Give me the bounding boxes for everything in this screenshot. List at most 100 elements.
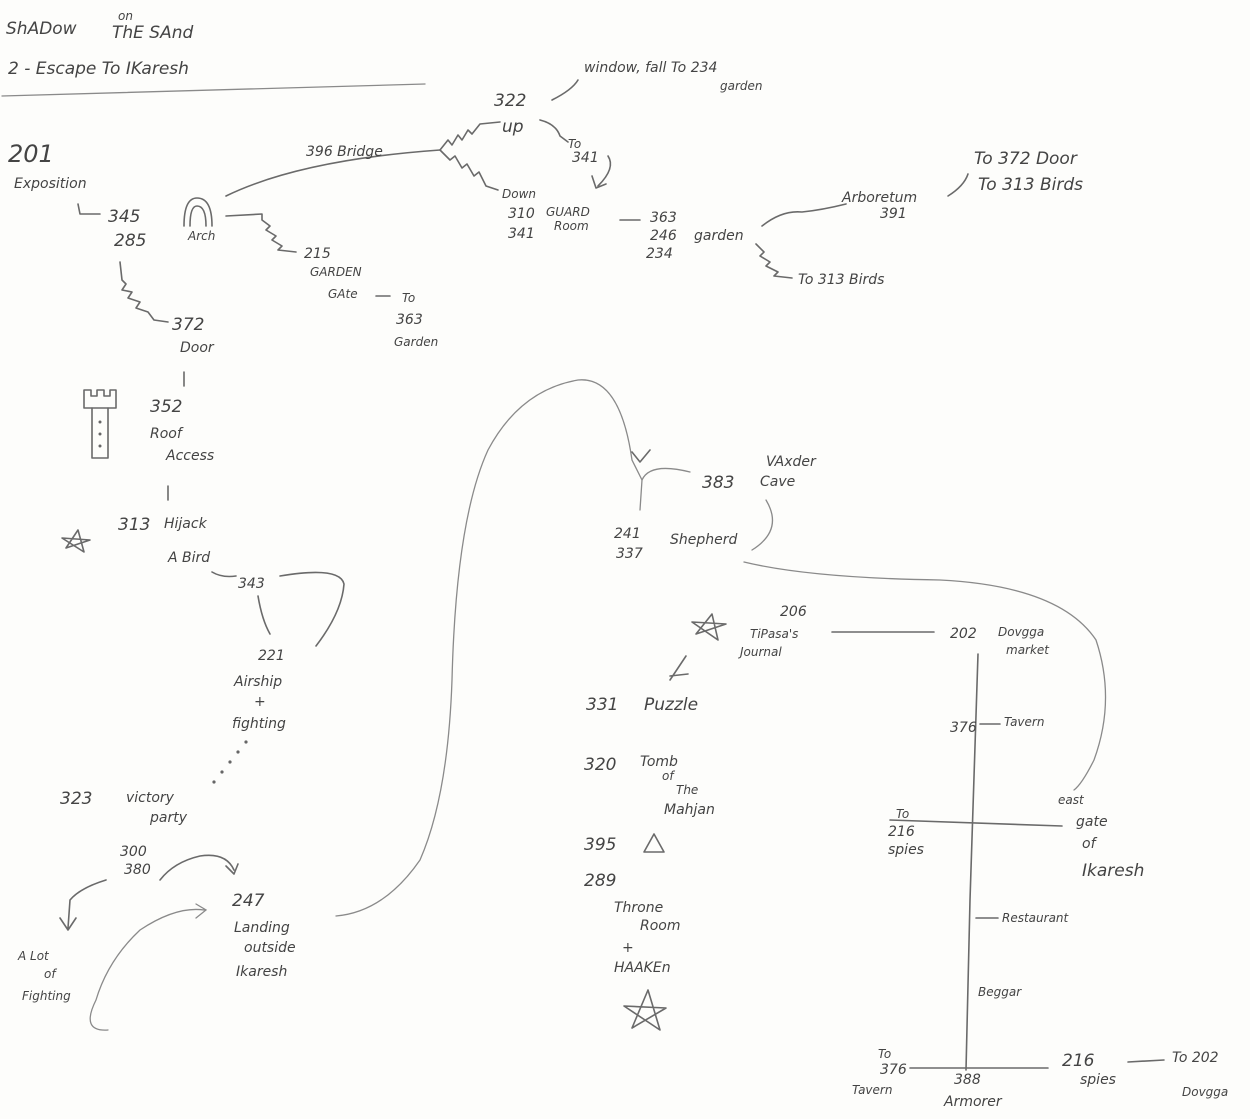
title-line1c: ThE SAnd [112, 23, 193, 43]
label-spies: spies [1080, 1072, 1116, 1088]
label-down: Down [502, 187, 536, 201]
label-shepherd: Shepherd [670, 532, 738, 548]
label-to363: To [402, 291, 415, 305]
triangle-icon-395 [643, 833, 665, 853]
label-party: party [149, 810, 188, 826]
label-to313birds: To 313 Birds [978, 175, 1083, 195]
node-285: 285 [114, 231, 146, 251]
label-tomb-the: The [676, 783, 698, 797]
title-line1: ShADow [6, 19, 77, 39]
label-tomb-of: of [662, 769, 675, 783]
edge-arc-arrowhead [631, 449, 651, 463]
label-tavern: Tavern [1004, 715, 1044, 729]
label-eastgate-4: Ikaresh [1082, 861, 1144, 881]
node-372: 372 [172, 315, 204, 335]
label-to313birds-2: To 313 Birds [798, 272, 884, 288]
label-to341-num: 341 [572, 150, 599, 166]
label-market: market [1006, 643, 1050, 657]
edge-206-331b [669, 655, 687, 681]
node-labels: 201 Exposition 345 285 Arch 396 Bridge 3… [8, 60, 1228, 1110]
label-puzzle: Puzzle [644, 695, 698, 715]
edge-dotted-221-323 [212, 740, 248, 784]
node-383: 383 [702, 473, 734, 493]
label-bridge: 396 Bridge [306, 144, 383, 160]
node-241: 241 [614, 526, 641, 542]
edge-345-215 [225, 213, 297, 253]
label-garden: garden [694, 228, 744, 244]
label-roof-access: Access [165, 448, 214, 464]
node-352: 352 [150, 397, 182, 417]
street-vertical [965, 653, 979, 1071]
node-376: 376 [950, 720, 977, 736]
label-tomb-mahjan: Mahjan [664, 802, 715, 818]
label-fighting-1: fighting [232, 716, 286, 732]
node-300: 300 [120, 844, 147, 860]
label-to372door: To 372 Door [974, 149, 1078, 169]
node-331: 331 [586, 695, 618, 715]
edge-300-fighting [59, 879, 107, 931]
edge-arch-bridge [225, 149, 441, 197]
label-to376: To [878, 1047, 891, 1061]
label-to216-spies: spies [888, 842, 924, 858]
label-to202-dovgga: Dovgga [1182, 1085, 1228, 1099]
node-202: 202 [950, 626, 977, 642]
star-icon-206 [691, 613, 727, 641]
edge-285-372 [119, 261, 169, 323]
label-airship: Airship [233, 674, 282, 690]
edge-343-221 [257, 595, 271, 635]
label-hijack-bird: A Bird [167, 550, 210, 566]
label-alot: A Lot [17, 949, 50, 963]
label-to363-garden: Garden [394, 335, 438, 349]
label-to376-num: 376 [880, 1062, 907, 1078]
node-313: 313 [118, 515, 150, 535]
edge-380-247 [159, 854, 239, 881]
title-block: ShADow on ThE SAnd 2 - Escape To IKaresh [1, 9, 426, 97]
node-289: 289 [584, 871, 616, 891]
title-underline [1, 83, 426, 97]
label-to216-num: 216 [888, 824, 915, 840]
label-roof: Roof [150, 426, 184, 442]
label-arboretum: Arboretum [841, 190, 917, 206]
edge-201-345 [77, 203, 101, 215]
label-throne: Throne [614, 900, 663, 916]
node-221: 221 [258, 648, 285, 664]
star-icon-haaken [623, 989, 667, 1031]
label-window: window, fall To 234 [584, 60, 717, 76]
label-fighting-2: Fighting [22, 989, 71, 1003]
label-plus-1: + [254, 694, 266, 710]
label-gardengate-2: GAte [328, 287, 358, 301]
label-tomb: Tomb [640, 754, 678, 770]
edge-shepherd-eastgate [743, 561, 1107, 791]
label-cave: Cave [760, 474, 795, 490]
label-plus-2: + [622, 940, 634, 956]
label-victory: victory [126, 790, 175, 806]
node-323: 323 [60, 789, 92, 809]
title-line1b: on [118, 9, 133, 23]
label-guard-room: Room [554, 219, 589, 233]
edge-garden-to313 [755, 243, 793, 279]
label-eastgate-2: gate [1076, 814, 1108, 830]
edge-garden-arboretum [761, 203, 847, 227]
label-vaxder: VAxder [766, 454, 817, 470]
label-outside: outside [244, 940, 296, 956]
label-to363-num: 363 [396, 312, 423, 328]
node-201: 201 [8, 140, 54, 168]
label-door: Door [180, 340, 215, 356]
node-388: 388 [954, 1072, 981, 1088]
label-guard: GUARD [546, 205, 590, 219]
label-to202: To 202 [1172, 1050, 1219, 1066]
node-391: 391 [880, 206, 907, 222]
node-343: 343 [238, 576, 265, 592]
connections [59, 79, 1165, 1071]
label-up: up [502, 117, 524, 137]
street-horizontal [889, 819, 1063, 827]
title-line2: 2 - Escape To IKaresh [8, 59, 189, 79]
edge-bird-343 [211, 571, 237, 578]
label-throne-room: Room [640, 918, 681, 934]
node-246: 246 [650, 228, 677, 244]
node-201-label: Exposition [14, 176, 87, 192]
node-341: 341 [508, 226, 535, 242]
label-landing: Landing [234, 920, 290, 936]
node-337: 337 [616, 546, 643, 562]
label-eastgate: east [1058, 793, 1085, 807]
